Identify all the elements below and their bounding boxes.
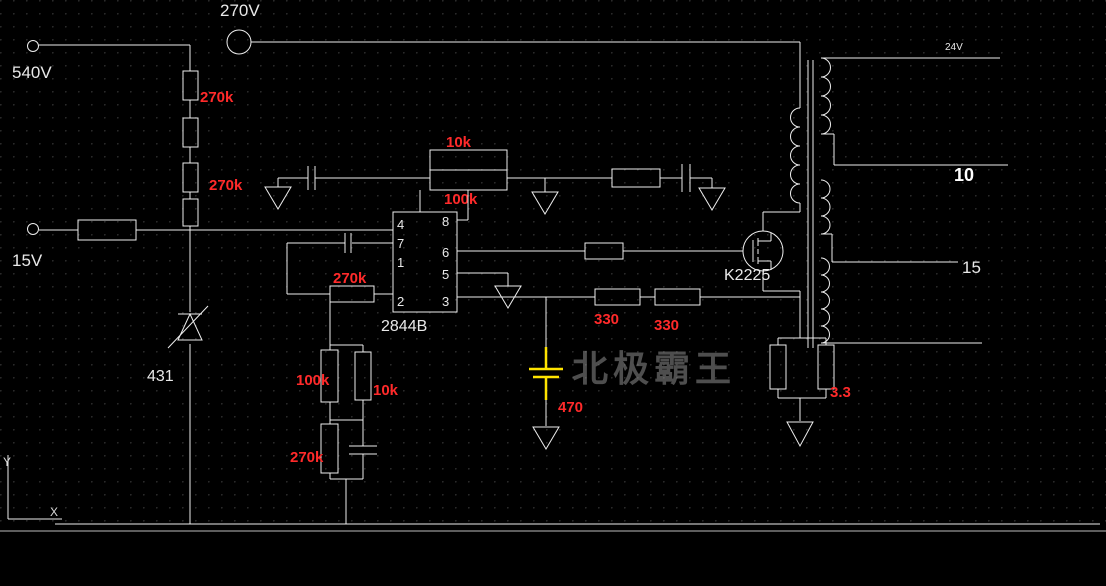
primary-winding: [790, 107, 801, 204]
label-ic-name: 2844B: [381, 318, 427, 335]
label-431: 431: [147, 368, 174, 385]
resistor-value: 330: [654, 317, 679, 334]
capacitor-470-selected[interactable]: 470: [529, 297, 583, 426]
resistor-value: 10k: [373, 382, 399, 399]
label-540v: 540V: [12, 63, 52, 82]
pin-6: 6: [442, 245, 449, 260]
resistor-value: 270k: [200, 89, 234, 106]
label-out-15: 15: [962, 258, 981, 277]
watermark-text: 北极霸王: [572, 348, 736, 389]
ground-symbol-osc-right: [698, 178, 726, 211]
label-270v: 270V: [220, 1, 260, 20]
label-mosfet: K2225: [724, 267, 770, 284]
terminal-540v[interactable]: 540V: [12, 40, 52, 83]
resistor-value: 330: [594, 311, 619, 328]
secondary-winding-bottom: [820, 257, 830, 344]
capacitor-osc-right[interactable]: [681, 164, 691, 192]
ucs-axis-icon: Y X: [3, 455, 62, 520]
capacitor-value: 470: [558, 399, 583, 416]
ic-2844b[interactable]: 4 7 1 2 8 6 5 3 2844B: [381, 211, 458, 335]
resistor-270k-top[interactable]: 270k: [182, 70, 234, 106]
resistor-value: 10k: [446, 134, 472, 151]
shunt-reference-431[interactable]: 431: [147, 305, 209, 385]
transformer[interactable]: 24V 10 15: [790, 42, 1009, 348]
resistor-value: 100k: [444, 191, 478, 208]
axis-x-label: X: [50, 505, 58, 519]
terminal-circle: [27, 40, 39, 52]
ground-symbol-left: [264, 178, 292, 210]
secondary-winding-top: [820, 57, 831, 135]
gate-drive-net[interactable]: [457, 242, 743, 260]
mosfet-k2225[interactable]: K2225: [724, 211, 801, 338]
terminal-15v[interactable]: 15V: [12, 223, 43, 271]
pin-3: 3: [442, 294, 449, 309]
pin-2: 2: [397, 294, 404, 309]
wire-net-540v-rail: [39, 44, 191, 524]
pin-4: 4: [397, 217, 404, 232]
ground-symbol-sense: [786, 421, 814, 448]
pin-1: 1: [397, 255, 404, 270]
sense-resistor-3-3[interactable]: 3.3: [769, 337, 851, 421]
label-15v: 15V: [12, 251, 43, 270]
resistor-value: 270k: [290, 449, 324, 466]
secondary-winding-mid: [820, 179, 831, 235]
resistor-value: 270k: [209, 177, 243, 194]
resistor-value: 3.3: [830, 384, 851, 401]
terminal-circle: [27, 223, 39, 235]
compensation-network[interactable]: 270k: [286, 233, 393, 303]
pin-5: 5: [442, 267, 449, 282]
current-sense-net[interactable]: 330 330: [457, 288, 800, 334]
pin-8: 8: [442, 214, 449, 229]
resistor-value: 100k: [296, 372, 330, 389]
feedback-divider[interactable]: 100k 10k 270k: [290, 302, 399, 524]
capacitor-osc-left[interactable]: [278, 166, 430, 190]
wire-net-osc: [419, 177, 712, 221]
label-24v: 24V: [945, 42, 963, 53]
grid-dots: [0, 0, 1106, 530]
resistor-chain-mid[interactable]: 270k: [182, 117, 243, 227]
wire-net-270v-rail: [251, 41, 801, 108]
label-out-10: 10: [954, 165, 974, 185]
pin-7: 7: [397, 236, 404, 251]
resistor-osc-right[interactable]: [611, 168, 661, 188]
ground-symbol-osc-mid: [531, 178, 559, 215]
ground-symbol-470: [532, 426, 560, 450]
resistor-value: 270k: [333, 270, 367, 287]
resistor-15v-series[interactable]: [39, 219, 393, 241]
axis-y-label: Y: [3, 455, 11, 469]
